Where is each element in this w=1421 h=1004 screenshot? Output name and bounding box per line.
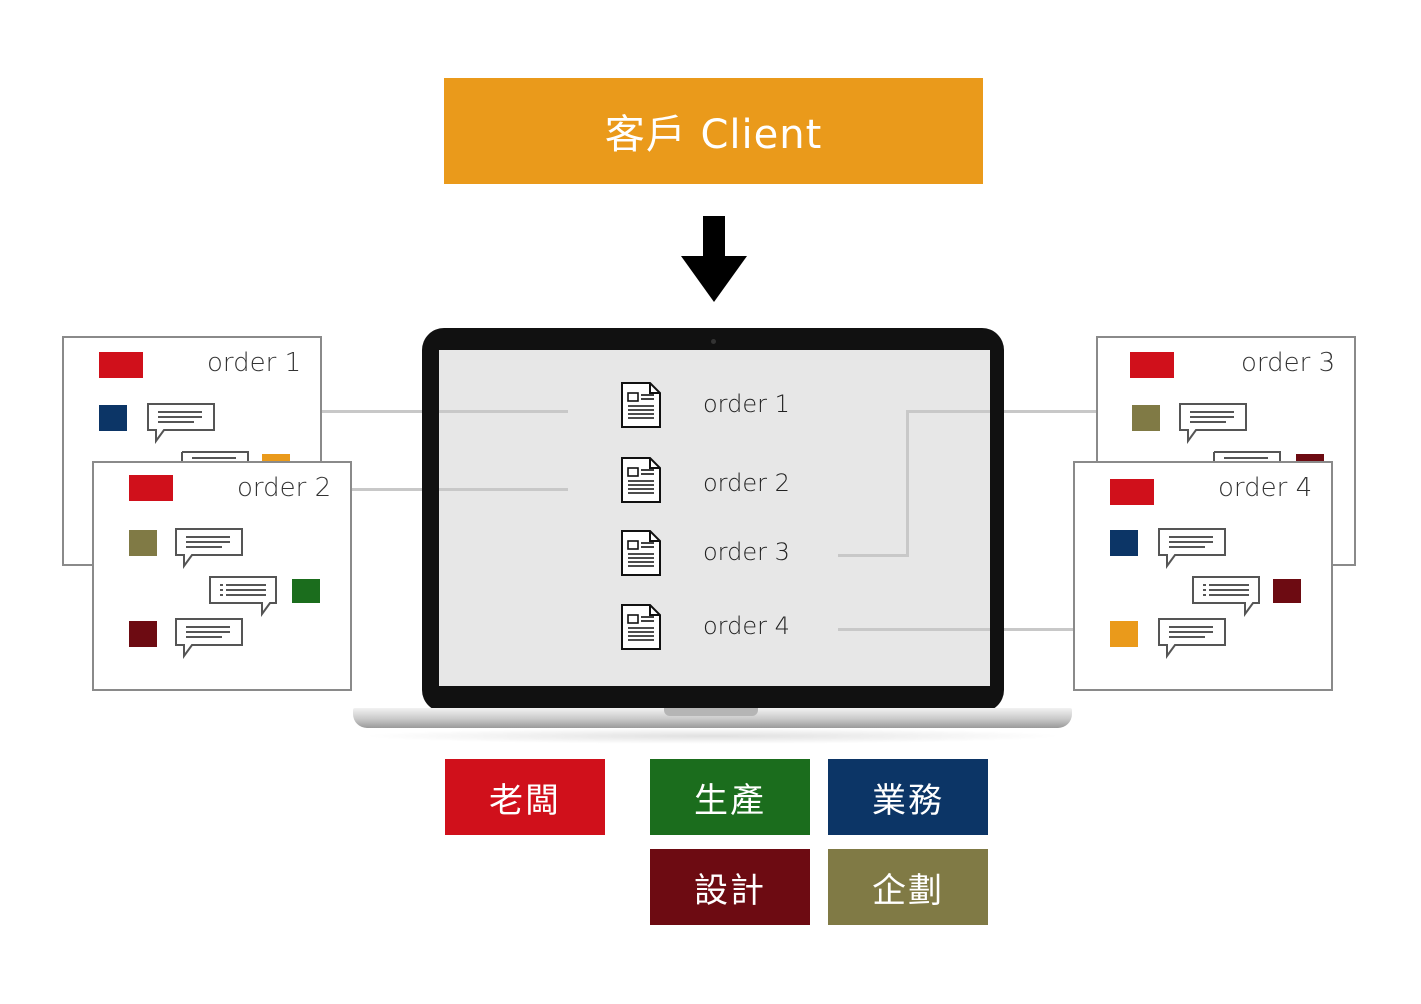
dept-label: 設計 (694, 870, 766, 911)
dept-label: 老闆 (489, 780, 561, 821)
screen-line-order-3-v (906, 410, 909, 557)
order-card-title: order 1 (207, 348, 302, 378)
screen-line-order-3-h1 (838, 554, 909, 557)
client-label: 客戶 Client (604, 112, 823, 158)
document-icon (621, 457, 661, 503)
maroon-tag (1296, 454, 1324, 464)
dept-sales: 業務 (828, 759, 988, 835)
orange-tag (262, 454, 290, 464)
maroon-tag (129, 621, 157, 647)
comment-icon (1179, 403, 1247, 444)
laptop-notch (664, 708, 758, 716)
dept-design: 設計 (650, 849, 810, 925)
comment-icon (1158, 528, 1226, 569)
red-tag (129, 475, 173, 501)
order-card-title: order 4 (1218, 473, 1313, 503)
comment-icon (175, 528, 243, 569)
orange-tag (1110, 621, 1138, 647)
dept-label: 業務 (872, 780, 944, 821)
laptop-base (353, 708, 1072, 728)
screen-line-order-1 (439, 410, 568, 413)
screen-line-order-3-h2 (906, 410, 990, 413)
screen-order-label: order 1 (703, 390, 790, 418)
green-tag (292, 579, 320, 603)
dept-label: 企劃 (872, 870, 944, 911)
olive-tag (129, 530, 157, 556)
list-comment-icon (1192, 576, 1260, 617)
maroon-tag (1273, 579, 1301, 603)
olive-tag (1132, 405, 1160, 431)
comment-icon (147, 403, 215, 444)
document-icon (621, 382, 661, 428)
dept-production: 生產 (650, 759, 810, 835)
navy-tag (1110, 530, 1138, 556)
comment-icon (175, 618, 243, 659)
comment-icon (1158, 618, 1226, 659)
order-card-4: order 4 (1073, 461, 1333, 691)
dept-planning: 企劃 (828, 849, 988, 925)
document-icon (621, 604, 661, 650)
navy-tag (99, 405, 127, 431)
camera-icon (711, 339, 716, 344)
dept-label: 生產 (694, 780, 766, 821)
red-tag (1110, 479, 1154, 505)
screen-line-order-4 (838, 628, 990, 631)
dept-boss: 老闆 (445, 759, 605, 835)
screen-order-label: order 4 (703, 612, 790, 640)
down-arrow-icon (681, 216, 747, 302)
screen-order-label: order 2 (703, 469, 790, 497)
red-tag (99, 352, 143, 378)
screen-order-label: order 3 (703, 538, 790, 566)
screen-line-order-2 (439, 488, 568, 491)
client-box: 客戶 Client (444, 78, 983, 184)
laptop-shadow (360, 728, 1065, 744)
document-icon (621, 530, 661, 576)
list-comment-icon (209, 576, 277, 617)
order-card-title: order 2 (237, 473, 332, 503)
order-card-2: order 2 (92, 461, 352, 691)
red-tag (1130, 352, 1174, 378)
order-card-title: order 3 (1241, 348, 1336, 378)
